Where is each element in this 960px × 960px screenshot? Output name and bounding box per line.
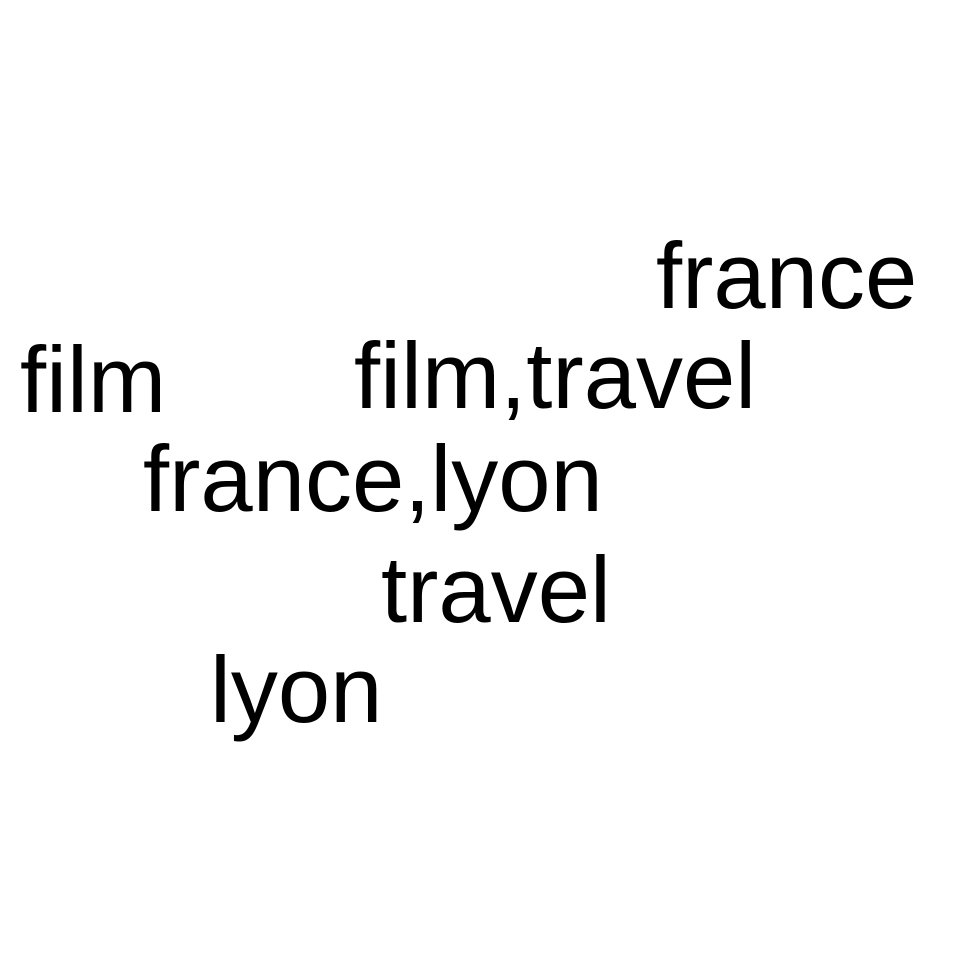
word-film: film (20, 327, 167, 432)
word-france-lyon: france,lyon (143, 426, 603, 531)
word-film-travel: film,travel (354, 323, 757, 428)
word-travel: travel (381, 537, 611, 642)
word-lyon: lyon (210, 637, 383, 742)
word-france: france (656, 223, 918, 328)
